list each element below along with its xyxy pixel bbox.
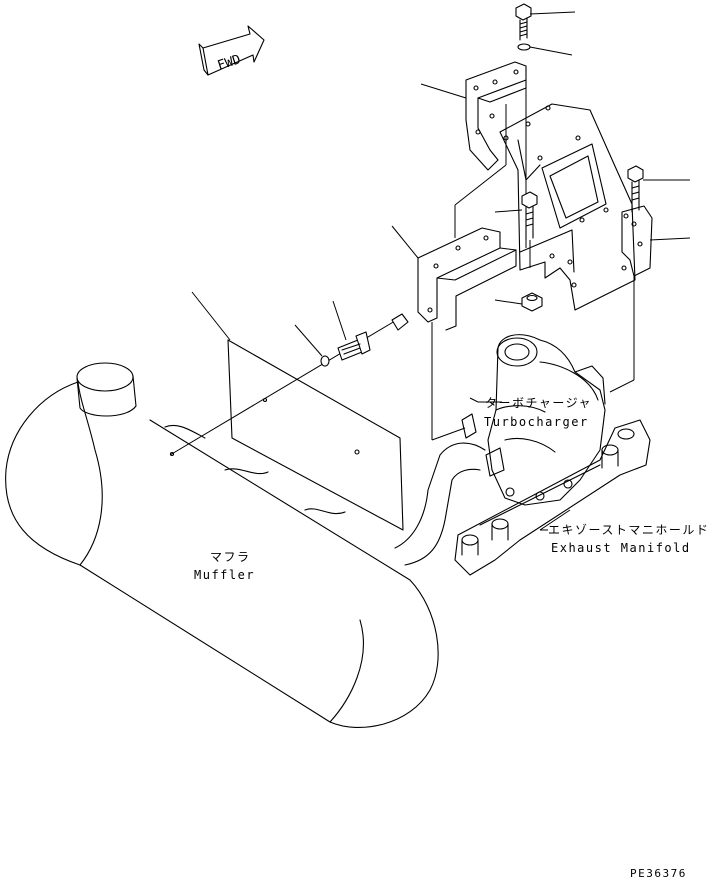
lower-bracket: [417, 227, 517, 441]
drawing-code: PE36376: [630, 867, 687, 880]
right-bolt: [627, 165, 644, 213]
upper-bracket: [454, 61, 527, 248]
fwd-arrow: FWD: [198, 25, 265, 76]
center-bolt: [521, 191, 538, 268]
shield-bolt: [320, 313, 409, 367]
side-bracket: [609, 205, 653, 393]
turbocharger-label-en: Turbocharger: [484, 415, 589, 429]
turbocharger-label-jp: ターボチャージャ: [485, 396, 593, 410]
muffler-label-jp: マフラ: [210, 550, 251, 564]
nut: [521, 292, 543, 312]
turbo-cover: [499, 103, 636, 311]
top-bolt: [515, 3, 532, 51]
muffler-label-en: Muffler: [194, 568, 256, 582]
manifold-label-en: Exhaust Manifold: [551, 541, 691, 555]
exhaust-manifold: [454, 419, 651, 576]
muffler: [5, 362, 486, 728]
leader-lines: [191, 11, 691, 531]
manifold-label-jp: エキゾーストマニホールド: [548, 523, 710, 537]
fwd-text: FWD: [216, 52, 243, 74]
turbocharger: [461, 334, 606, 506]
